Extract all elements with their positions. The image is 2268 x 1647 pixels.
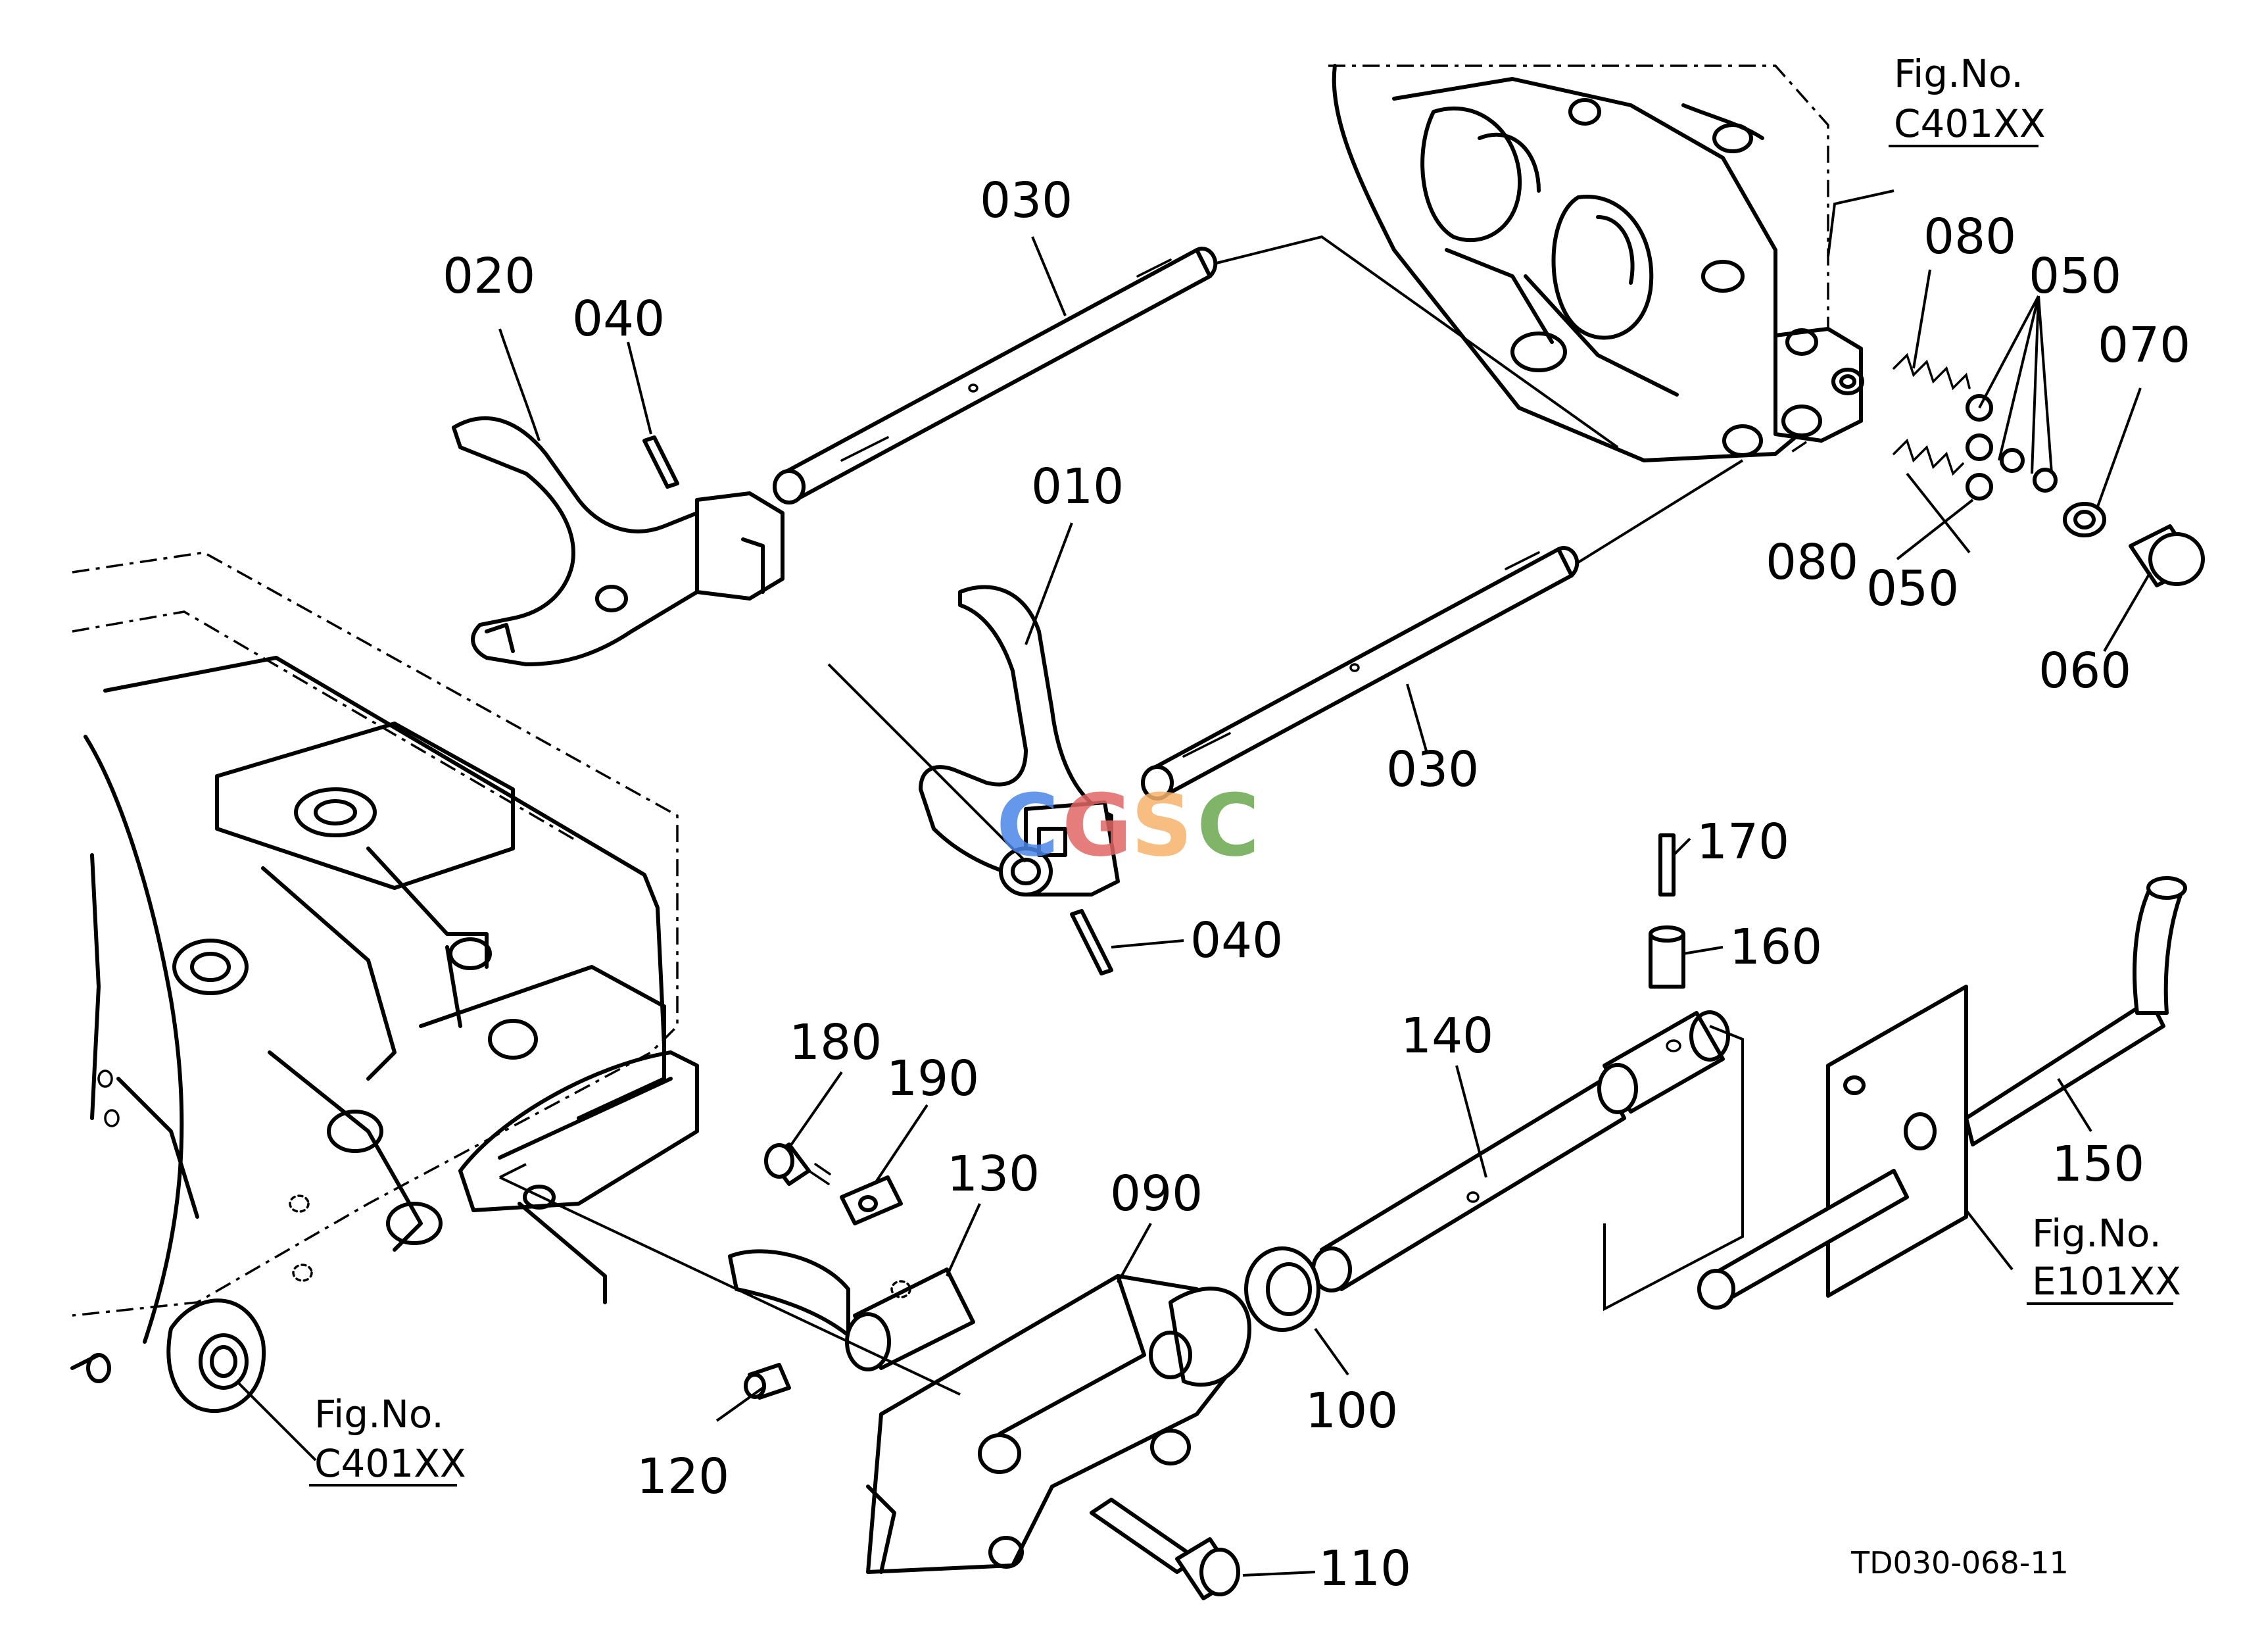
- callout-070: 070: [2098, 317, 2190, 374]
- callout-020: 020: [443, 248, 535, 305]
- transmission-case-left: [70, 551, 699, 1413]
- shift-shaft-030-upper: [773, 235, 1619, 504]
- callout-010: 010: [1031, 458, 1124, 515]
- callout-060: 060: [2039, 643, 2131, 699]
- svg-text:S: S: [1131, 775, 1193, 875]
- callout-030-upper: 030: [980, 172, 1073, 229]
- callout-050-upper: 050: [2029, 248, 2121, 305]
- svg-text:C401XX: C401XX: [1894, 101, 2046, 146]
- plug-060: [2129, 524, 2205, 587]
- detent-spring-080-lower: [1893, 438, 1964, 476]
- pin-170: [1658, 833, 1676, 897]
- fig-ref-c401xx-bottom: Fig.No. C401XX: [309, 1392, 466, 1487]
- fig-ref-e101xx: Fig.No. E101XX: [2027, 1211, 2181, 1305]
- callout-040-upper: 040: [572, 291, 665, 347]
- svg-text:Fig.No.: Fig.No.: [314, 1392, 444, 1437]
- pin-130: [728, 1249, 975, 1371]
- callout-080-lower: 080: [1766, 534, 1858, 591]
- callout-040-lower: 040: [1190, 912, 1283, 969]
- drawing-code: TD030-068-11: [1850, 1545, 2069, 1581]
- shift-fork-010: [919, 585, 1120, 897]
- callout-170: 170: [1697, 814, 1789, 870]
- svg-text:E101XX: E101XX: [2032, 1259, 2181, 1304]
- fig-ref-c401xx-top: Fig.No. C401XX: [1889, 51, 2046, 147]
- callout-050-lower: 050: [1866, 560, 1959, 617]
- washer-070: [2063, 502, 2106, 537]
- shift-shaft-030-lower: [827, 459, 1744, 863]
- shift-lever-090: [866, 1274, 1251, 1574]
- callout-090: 090: [1110, 1166, 1203, 1222]
- callout-130: 130: [947, 1146, 1040, 1202]
- callout-030-lower: 030: [1386, 741, 1479, 798]
- callout-150: 150: [2052, 1136, 2144, 1192]
- callout-100: 100: [1305, 1383, 1398, 1439]
- bolt-180: [764, 1143, 831, 1186]
- transmission-case-right: [1328, 64, 1864, 462]
- lock-plate-190: [840, 1175, 903, 1225]
- collar-160: [1649, 925, 1685, 989]
- svg-text:Fig.No.: Fig.No.: [2032, 1211, 2161, 1256]
- callout-180: 180: [789, 1014, 882, 1071]
- svg-text:Fig.No.: Fig.No.: [1894, 51, 2023, 96]
- callout-110: 110: [1318, 1540, 1411, 1597]
- pin-120: [744, 1363, 791, 1400]
- watermark-logo: C G S C: [996, 775, 1259, 875]
- callout-labels: 020 040 030 010 080 050 070 080 050 060 …: [443, 172, 2190, 1597]
- svg-text:G: G: [1062, 775, 1132, 875]
- callout-140: 140: [1401, 1008, 1493, 1064]
- shift-shaft-140: [1311, 1010, 1744, 1312]
- callout-080-upper: 080: [1923, 209, 2016, 265]
- bolt-110: [1090, 1498, 1240, 1600]
- callout-160: 160: [1729, 919, 1822, 975]
- bearing-100: [1244, 1246, 1320, 1332]
- callout-190: 190: [886, 1050, 979, 1107]
- detent-balls-050: [1966, 394, 2058, 501]
- svg-text:C: C: [1197, 775, 1259, 875]
- roll-pin-040-upper: [642, 435, 679, 489]
- svg-text:C401XX: C401XX: [314, 1441, 466, 1486]
- roll-pin-040-lower: [1070, 909, 1113, 975]
- shift-fork-020: [452, 416, 784, 666]
- shift-arm-150: [1697, 876, 2187, 1310]
- detent-spring-080-upper: [1893, 353, 1971, 391]
- callout-120: 120: [637, 1448, 729, 1505]
- leader-lines: [235, 189, 2152, 1577]
- svg-text:C: C: [996, 775, 1059, 875]
